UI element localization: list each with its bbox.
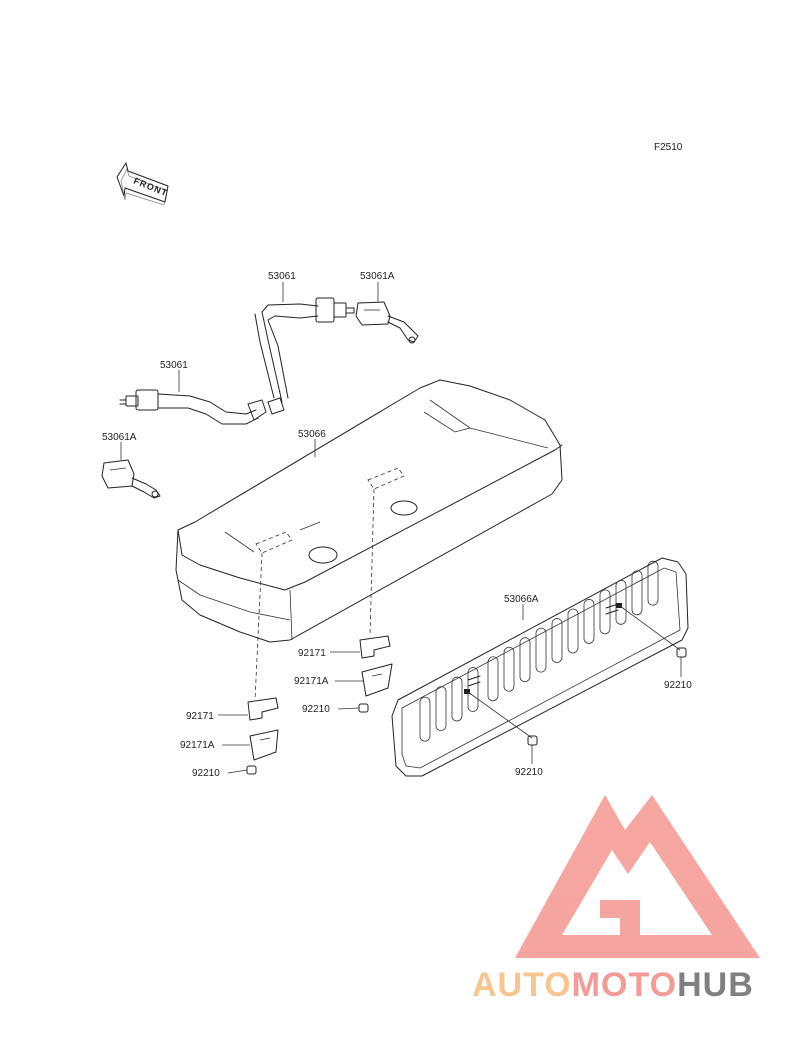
watermark-hub: HUB xyxy=(677,966,754,1004)
watermark-auto: AUTO xyxy=(472,966,572,1004)
buckle-lower xyxy=(101,459,161,499)
watermark-logo xyxy=(515,795,760,958)
front-arrow-label: FRONT xyxy=(132,176,169,199)
label-53061-lower: 53061 xyxy=(160,360,188,371)
front-arrow-icon: FRONT xyxy=(116,162,169,206)
vent-slots xyxy=(419,560,659,742)
seat-base xyxy=(175,379,563,701)
watermark-text: AUTOMOTOHUB xyxy=(472,966,754,1004)
seat-back xyxy=(391,557,689,777)
label-92171a-left: 92171A xyxy=(180,740,215,751)
buckle-upper xyxy=(355,301,419,344)
logo-g-mark xyxy=(600,900,640,935)
label-92210-left: 92210 xyxy=(192,768,220,779)
part-labels: 53061 53061A 53061 53061A 53066 53066A 9… xyxy=(102,271,692,779)
figure-code: F2510 xyxy=(654,142,683,153)
svg-text:AUTOMOTOHUB: AUTOMOTOHUB xyxy=(472,966,754,1004)
label-92171-mid: 92171 xyxy=(298,648,326,659)
label-92210-right: 92210 xyxy=(664,680,692,691)
label-53061a-lower: 53061A xyxy=(102,432,137,443)
label-92210-mid: 92210 xyxy=(302,704,330,715)
bracket-mid xyxy=(358,635,393,713)
label-53061-upper: 53061 xyxy=(268,271,296,282)
bracket-left xyxy=(246,697,279,775)
label-92171-left: 92171 xyxy=(186,711,214,722)
label-53066: 53066 xyxy=(298,429,326,440)
label-92171a-mid: 92171A xyxy=(294,676,329,687)
watermark-moto: MOTO xyxy=(572,966,677,1004)
seat-belt-lower xyxy=(119,389,267,425)
seat-belt-upper xyxy=(254,297,355,415)
logo-triangle xyxy=(515,795,760,958)
label-92210-bottom: 92210 xyxy=(515,767,543,778)
label-53066a: 53066A xyxy=(504,594,539,605)
label-53061a-upper: 53061A xyxy=(360,271,395,282)
leader-lines xyxy=(120,282,682,774)
